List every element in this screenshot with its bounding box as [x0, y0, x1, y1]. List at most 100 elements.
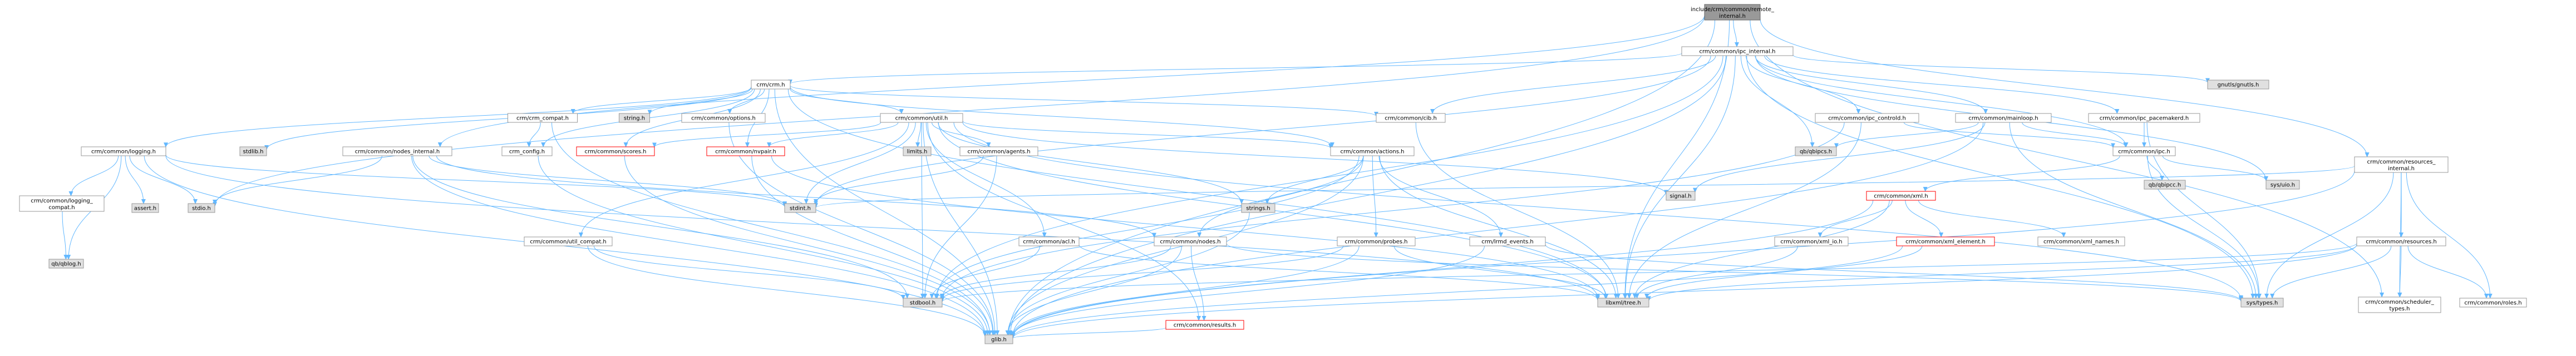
node-signal: signal.h	[1666, 191, 1696, 201]
node-ipc[interactable]: crm/common/ipc.h	[2112, 146, 2176, 156]
edge-xml-to-glib	[1011, 200, 1874, 338]
node-resources[interactable]: crm/common/resources.h	[2356, 236, 2446, 246]
node-results[interactable]: crm/common/results.h	[1165, 320, 1244, 330]
node-label-scheduler_types: crm/common/scheduler_types.h	[2365, 299, 2434, 312]
node-label-stdbool: stdbool.h	[910, 300, 935, 306]
edge-nodes_internal-to-nodes	[436, 155, 1156, 238]
node-cib[interactable]: crm/common/cib.h	[1376, 113, 1446, 123]
node-actions[interactable]: crm/common/actions.h	[1330, 146, 1415, 156]
node-qblog: qb/qblog.h	[48, 259, 84, 269]
edge-nvpair-to-glib	[751, 155, 996, 335]
edge-ipc_internal-to-pacemakerd	[1764, 55, 2120, 114]
node-xml_io[interactable]: crm/common/xml_io.h	[1774, 236, 1849, 246]
node-box-xml	[1866, 191, 1936, 201]
node-pacemakerd[interactable]: crm/common/ipc_pacemakerd.h	[2088, 113, 2200, 123]
node-scheduler_types[interactable]: crm/common/scheduler_types.h	[2358, 296, 2441, 313]
node-crm_config[interactable]: crm_config.h	[501, 146, 553, 156]
node-label-stdint: stdint.h	[790, 206, 811, 212]
node-box-gnutls	[2207, 80, 2269, 90]
node-nvpair[interactable]: crm/common/nvpair.h	[706, 146, 785, 156]
edge-nvpair-to-libxml_tree	[771, 155, 1600, 299]
node-root[interactable]: include/crm/common/remote_internal.h	[1691, 4, 1775, 21]
edge-ipc-to-xml	[1923, 155, 2120, 192]
node-box-stdbool	[903, 298, 943, 308]
node-crm_compat[interactable]: crm/crm_compat.h	[508, 113, 578, 123]
node-crm[interactable]: crm/crm.h	[751, 80, 791, 90]
node-label-cib: crm/common/cib.h	[1385, 116, 1437, 122]
edge-logging-to-libxml_tree	[165, 155, 1600, 301]
node-ipc_internal[interactable]: crm/common/ipc_internal.h	[1681, 46, 1794, 56]
edge-acl-to-stdbool	[929, 245, 1040, 299]
node-acl[interactable]: crm/common/acl.h	[1018, 236, 1080, 246]
edge-root-to-ipc_internal	[1733, 19, 1739, 47]
edge-lrmd_events-to-glib	[1011, 245, 1485, 338]
node-lrmd_events[interactable]: crm/lrmd_events.h	[1469, 236, 1546, 246]
node-xml_element[interactable]: crm/common/xml_element.h	[1896, 236, 1995, 246]
node-box-util_compat	[524, 236, 613, 246]
edge-nodes-to-results	[1190, 245, 1206, 321]
edge-crm-to-cib	[790, 85, 1378, 117]
edge-crm-to-string_h	[647, 88, 753, 115]
node-libxml_tree: libxml/tree.h	[1597, 298, 1649, 308]
node-util[interactable]: crm/common/util.h	[880, 113, 963, 123]
node-label-xml_names: crm/common/xml_names.h	[2043, 239, 2119, 245]
edge-crm-to-util	[790, 88, 904, 114]
edge-root-to-libxml_tree	[1623, 19, 1730, 299]
node-resources_internal[interactable]: crm/common/resources_internal.h	[2354, 156, 2449, 173]
edge-util_compat-to-stdbool	[593, 245, 905, 300]
node-box-logging	[81, 146, 166, 156]
node-label-stdlib: stdlib.h	[243, 149, 264, 155]
edge-ipc_internal-to-libxml_tree	[1623, 55, 1736, 299]
node-box-stdio	[188, 203, 215, 213]
node-box-resources_internal	[2354, 156, 2449, 173]
edge-options-to-glib	[728, 122, 996, 335]
edge-actions-to-strings	[1265, 155, 1364, 204]
edge-mainloop-to-sys_types	[2009, 122, 2258, 299]
node-agents[interactable]: crm/common/agents.h	[959, 146, 1038, 156]
node-probes[interactable]: crm/common/probes.h	[1337, 236, 1416, 246]
edge-util-to-scores	[652, 122, 881, 148]
edge-xml_element-to-libxml_tree	[1644, 245, 1923, 299]
node-label-xml_io: crm/common/xml_io.h	[1780, 239, 1842, 245]
nodes-layer: include/crm/common/remote_internal.h crm/…	[19, 4, 2527, 344]
node-label-ipc: crm/common/ipc.h	[2118, 149, 2170, 155]
edge-util-to-strings	[938, 122, 1244, 204]
edge-crm-to-glib	[774, 88, 997, 335]
edge-actions-to-libxml_tree	[1379, 155, 1618, 299]
edge-resources_internal-to-stdint	[814, 165, 2355, 209]
node-box-nodes_internal	[342, 146, 452, 156]
edge-root-to-nodes_internal	[437, 15, 1705, 147]
edge-util-to-agents	[932, 122, 991, 147]
node-box-xml_io	[1774, 236, 1849, 246]
node-label-lrmd_events: crm/lrmd_events.h	[1481, 239, 1534, 245]
node-logging[interactable]: crm/common/logging.h	[81, 146, 166, 156]
node-string_h: string.h	[619, 113, 650, 123]
edge-util-to-results	[927, 122, 1201, 321]
edge-xml-to-xml_io	[1818, 200, 1893, 238]
edge-resources-to-scheduler_types	[2397, 245, 2402, 298]
edge-crm_compat-to-glib	[551, 122, 992, 335]
node-nodes_internal[interactable]: crm/common/nodes_internal.h	[342, 146, 452, 156]
node-util_compat[interactable]: crm/common/util_compat.h	[524, 236, 613, 246]
node-xml_names[interactable]: crm/common/xml_names.h	[2037, 236, 2125, 246]
node-xml[interactable]: crm/common/xml.h	[1866, 191, 1936, 201]
edge-ipc_internal-to-gnutls	[1792, 55, 2210, 83]
node-label-signal: signal.h	[1669, 194, 1691, 200]
edge-util-to-util_compat	[578, 122, 909, 238]
node-label-controld: crm/common/ipc_controld.h	[1828, 116, 1906, 122]
node-options[interactable]: crm/common/options.h	[681, 113, 766, 123]
node-roles[interactable]: crm/common/roles.h	[2459, 298, 2527, 308]
node-box-pacemakerd	[2088, 113, 2200, 123]
edge-probes-to-stdbool	[940, 245, 1344, 301]
node-scores[interactable]: crm/common/scores.h	[576, 146, 655, 156]
node-mainloop[interactable]: crm/common/mainloop.h	[1955, 113, 2052, 123]
node-sys_types: sys/types.h	[2240, 298, 2284, 308]
node-logging_compat[interactable]: crm/common/logging_compat.h	[19, 195, 105, 212]
edge-controld-to-libxml_tree	[1627, 122, 1861, 299]
edge-lrmd_events-to-sys_types	[1545, 244, 2243, 301]
node-label-libxml_tree: libxml/tree.h	[1605, 300, 1641, 306]
node-box-mainloop	[1955, 113, 2052, 123]
node-controld[interactable]: crm/common/ipc_controld.h	[1815, 113, 1919, 123]
node-nodes[interactable]: crm/common/nodes.h	[1154, 236, 1227, 246]
node-assert: assert.h	[131, 203, 159, 213]
